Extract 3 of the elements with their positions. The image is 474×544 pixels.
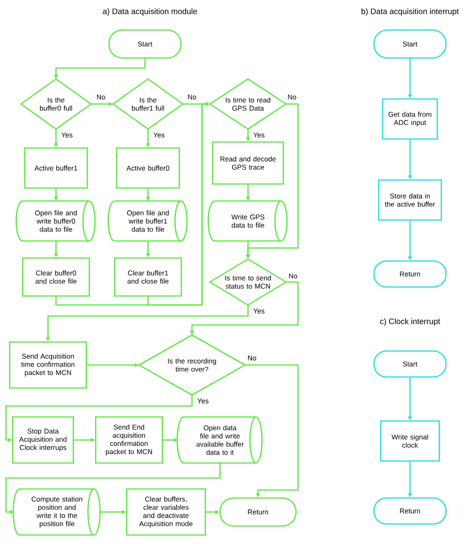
panel-title: a) Data acquisition module (102, 8, 197, 16)
panel-title: c) Clock interrupt (380, 318, 440, 326)
panel-title: b) Data acquisition interrupt (362, 8, 459, 16)
